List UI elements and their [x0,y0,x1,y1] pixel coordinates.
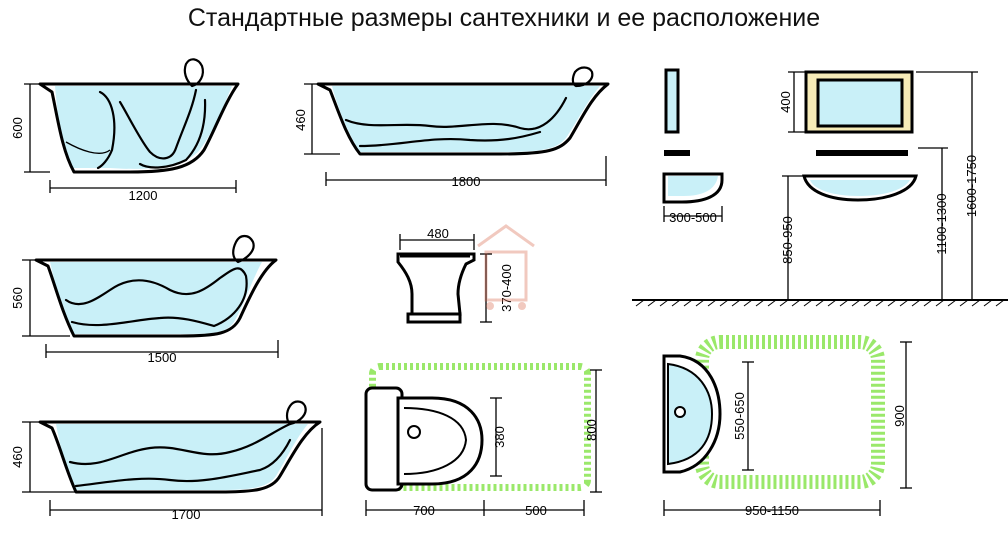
wall-elevation: 400 850-950 1100-1300 1600-1750 [632,70,1008,307]
bath-1200-width: 1200 [129,188,158,203]
sink-height: 850-950 [780,216,795,264]
bath-1500-height: 560 [10,287,25,309]
sink-side-depth: 300-500 [669,210,717,225]
bath-1500-width: 1500 [148,350,177,365]
bidet-height: 370-400 [499,264,514,312]
bath-1800: 1800 460 [293,66,610,189]
bath-1700: 1700 460 [10,400,323,522]
bath-1800-width: 1800 [452,174,481,189]
bidet-width: 480 [427,226,449,241]
watermark-logo [477,224,535,310]
mirror-top-height: 1600-1750 [964,155,979,217]
bath-1500: 1500 560 [10,234,279,365]
bath-1700-height: 460 [10,446,25,468]
toilet-front: 700 [413,503,435,518]
bidet-side-view: 480 370-400 [396,224,535,324]
toilet-plan: 380 800 700 500 [364,363,602,518]
toilet-depth: 800 [584,419,599,441]
bath-1200-height: 600 [10,117,25,139]
toilet-seat: 380 [492,426,507,448]
bath-1200: 1200 600 [10,58,240,203]
bath-1700-width: 1700 [172,507,201,522]
sink-plan-depth: 900 [892,405,907,427]
sink-bowl: 550-650 [732,392,747,440]
mirror-height: 400 [778,91,793,113]
toilet-space: 500 [525,503,547,518]
sink-plan-width: 950-1150 [745,503,799,518]
bath-1800-height: 460 [293,109,308,131]
sink-plan: 550-650 900 950-1150 [662,335,912,518]
mirror-bottom-height: 1100-1300 [934,193,949,254]
sink-side-view: 300-500 [662,68,724,225]
page-title: Стандартные размеры сантехники и ее расп… [187,4,821,32]
